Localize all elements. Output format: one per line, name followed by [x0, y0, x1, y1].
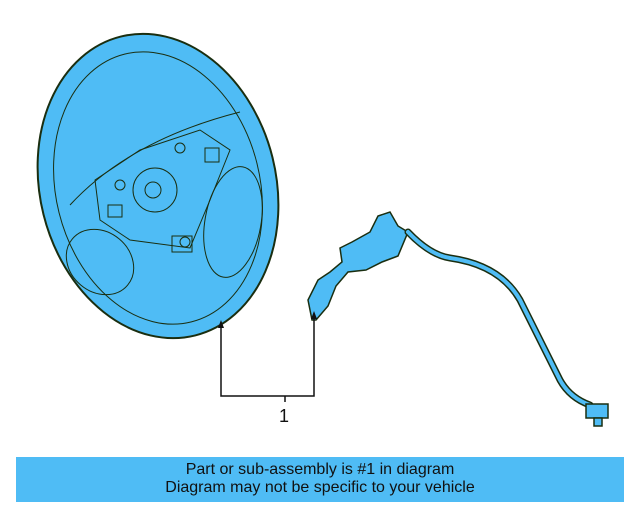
- steering-wheel[interactable]: [6, 8, 310, 364]
- callout-number: 1: [279, 406, 290, 426]
- wiring-harness[interactable]: [307, 211, 609, 427]
- banner-line-1: Part or sub-assembly is #1 in diagram: [185, 461, 455, 478]
- parts-diagram: [6, 8, 609, 427]
- info-banner: Part or sub-assembly is #1 in diagram Di…: [16, 457, 624, 502]
- banner-line-2: Diagram may not be specific to your vehi…: [165, 479, 475, 496]
- callout-leaders: [220, 314, 315, 402]
- arrowheads: [218, 311, 317, 328]
